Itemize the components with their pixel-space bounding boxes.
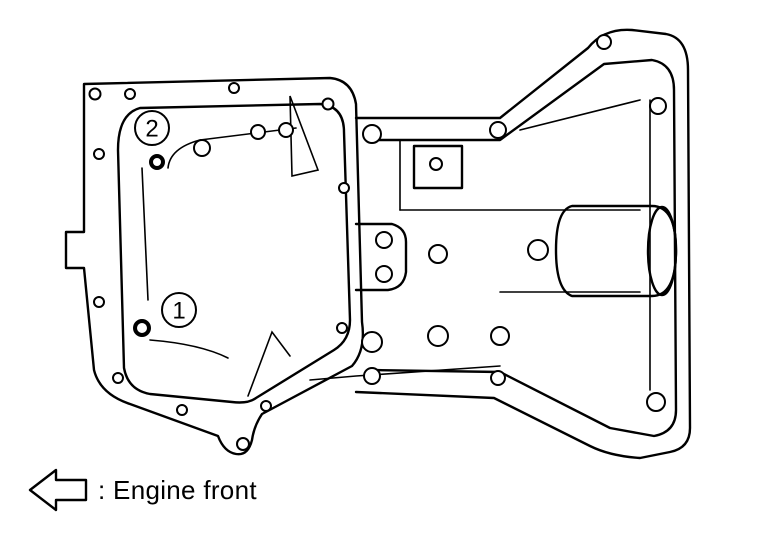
rear-housing-inner (370, 58, 678, 438)
plug-2 (149, 154, 165, 170)
callout-2-label: 2 (145, 116, 158, 143)
bolt-hole (338, 182, 350, 194)
bolt-hole (124, 88, 136, 100)
plug-1 (133, 319, 151, 337)
engine-front-legend: : Engine front (26, 462, 257, 518)
oil-pan-outline (64, 76, 365, 456)
bolt-hole (93, 148, 105, 160)
legend-text: : Engine front (98, 474, 257, 505)
bolt-hole (88, 87, 102, 101)
bolt-hole (429, 157, 443, 171)
bolt-hole (596, 34, 612, 50)
bolt-holes (88, 34, 667, 451)
bolt-hole (375, 265, 393, 283)
bolt-hole (93, 296, 105, 308)
bottom-rib (309, 365, 501, 381)
inner-rib-bottom (149, 339, 229, 359)
left-arrow-icon (28, 468, 88, 512)
bolt-hole (336, 322, 348, 334)
bolt-hole (490, 326, 510, 346)
callout-1: 1 (161, 292, 197, 328)
bolt-hole (362, 124, 382, 144)
oil-pan-inner-opening (116, 102, 352, 404)
bolt-hole (427, 325, 449, 347)
bolt-hole (260, 400, 272, 412)
bolt-hole (363, 367, 381, 385)
inner-rib-top (167, 127, 297, 169)
rear-rib-5 (519, 99, 641, 131)
callout-2: 2 (134, 110, 170, 146)
bolt-hole (489, 121, 507, 139)
bolt-hole (428, 244, 448, 264)
inner-rib-lower-diag (247, 330, 291, 397)
bolt-hole (649, 97, 667, 115)
bolt-hole (490, 370, 506, 386)
bolt-hole (321, 97, 335, 111)
filter-mount-body (554, 204, 678, 298)
filter-mount-face (646, 205, 678, 297)
bolt-hole (646, 392, 666, 412)
rear-housing-outline (354, 28, 692, 460)
side-bracket (354, 222, 408, 292)
bolt-hole (236, 437, 250, 451)
bolt-hole (228, 82, 240, 94)
inner-rib-diagonal (289, 95, 320, 177)
bolt-hole (176, 404, 188, 416)
bolt-hole (193, 139, 211, 157)
bolt-hole (527, 239, 549, 261)
bolt-hole (278, 122, 294, 138)
bolt-hole (250, 124, 266, 140)
center-boss (412, 144, 464, 190)
bolt-hole (112, 372, 124, 384)
bolt-hole (361, 331, 383, 353)
callout-1-label: 1 (172, 298, 185, 325)
bolt-hole (375, 231, 393, 249)
inner-rib-left (141, 167, 149, 301)
